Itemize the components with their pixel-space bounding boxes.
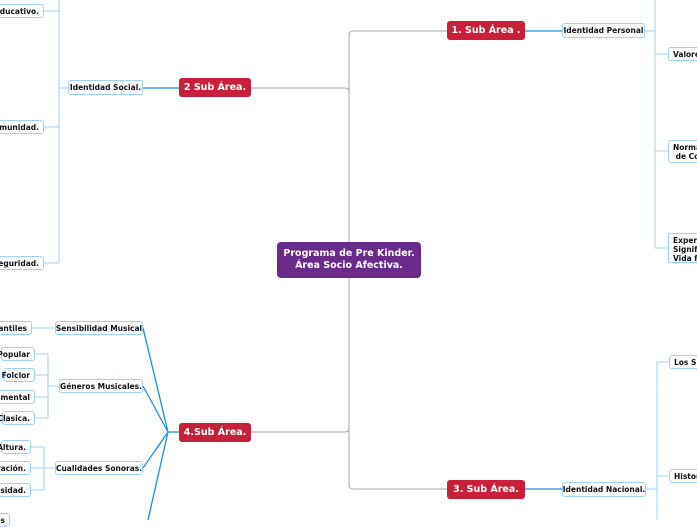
connector-leaf <box>31 0 669 520</box>
leaf-simbolos[interactable]: Los Sin <box>669 355 697 369</box>
leaf-intensidad[interactable]: ensidad. <box>0 483 31 497</box>
leaf-popular[interactable]: Popular <box>0 347 35 361</box>
leaf-instrumental[interactable]: trumental <box>0 390 35 404</box>
leaf-seguridad[interactable]: e Seguridad. <box>0 256 44 270</box>
node-generos-musicales[interactable]: Géneros Musicales. <box>59 379 143 393</box>
central-topic[interactable]: Programa de Pre Kinder. Área Socio Afect… <box>277 242 421 278</box>
node-identidad-personal[interactable]: Identidad Personal <box>562 23 645 38</box>
leaf-partial[interactable]: es <box>0 513 10 527</box>
leaf-altura[interactable]: Altura. <box>0 440 31 454</box>
node-cualidades-sonoras[interactable]: Cualidades Sonoras. <box>55 461 143 475</box>
sub-area-3[interactable]: 3. Sub Área. <box>447 480 525 499</box>
node-identidad-nacional[interactable]: Identidad Nacional. <box>562 482 646 497</box>
sub-area-4[interactable]: 4.Sub Área. <box>179 423 251 442</box>
leaf-clasica[interactable]: Clasica. <box>0 411 35 425</box>
central-topic-line1: Programa de Pre Kinder. <box>283 248 415 259</box>
leaf-folclor[interactable]: Folclor <box>2 368 35 382</box>
node-sensibilidad-musical[interactable]: Sensibilidad Musical <box>55 321 143 335</box>
leaf-valores[interactable]: Valores <box>668 47 697 61</box>
central-topic-line2: Área Socio Afectiva. <box>295 260 403 271</box>
leaf-duracion[interactable]: uración. <box>0 461 31 475</box>
leaf-normas[interactable]: Normas de Con <box>668 140 697 163</box>
sub-area-1[interactable]: 1. Sub Área . <box>447 21 525 40</box>
sub-area-2[interactable]: 2 Sub Área. <box>179 78 251 97</box>
connector-branch <box>142 30 562 520</box>
leaf-comunidad[interactable]: Comunidad. <box>0 120 44 134</box>
node-identidad-social[interactable]: Identidad Social. <box>68 80 143 95</box>
leaf-experiencias[interactable]: Experie Signific Vida far <box>668 233 697 263</box>
leaf-infantiles[interactable]: nfantiles <box>0 321 32 335</box>
leaf-educativo[interactable]: o Educativo. <box>0 4 44 18</box>
leaf-historia[interactable]: Historia <box>669 469 697 483</box>
